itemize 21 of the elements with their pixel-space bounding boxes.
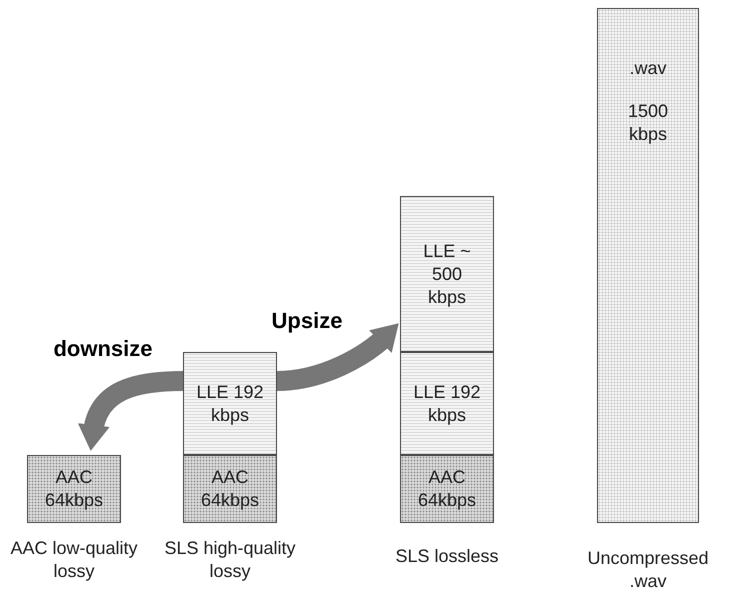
column-caption: Uncompressed .wav (586, 547, 710, 593)
bitrate-block (400, 196, 494, 352)
edge-label: Upsize (272, 310, 342, 332)
bitrate-block (400, 455, 494, 523)
block-text: AAC 64kbps (416, 466, 478, 512)
block-text: .wav (628, 57, 668, 80)
block-text: AAC 64kbps (200, 466, 260, 512)
bitrate-block (183, 352, 277, 455)
column-caption: SLS high-quality lossy (163, 537, 297, 583)
bitrate-block (400, 352, 494, 455)
block-text: 1500 kbps (626, 100, 670, 146)
bitrate-block (183, 455, 277, 523)
bitrate-block (27, 455, 121, 523)
block-text: LLE 192 kbps (195, 380, 265, 426)
bitrate-block (597, 8, 699, 523)
column-caption: SLS lossless (394, 545, 500, 568)
block-text: LLE 192 kbps (412, 380, 482, 426)
block-text: AAC 64kbps (44, 466, 104, 512)
curved-arrow (276, 324, 400, 391)
column-caption: AAC low-quality lossy (9, 537, 139, 583)
block-text: LLE ~ 500 kbps (422, 240, 472, 308)
